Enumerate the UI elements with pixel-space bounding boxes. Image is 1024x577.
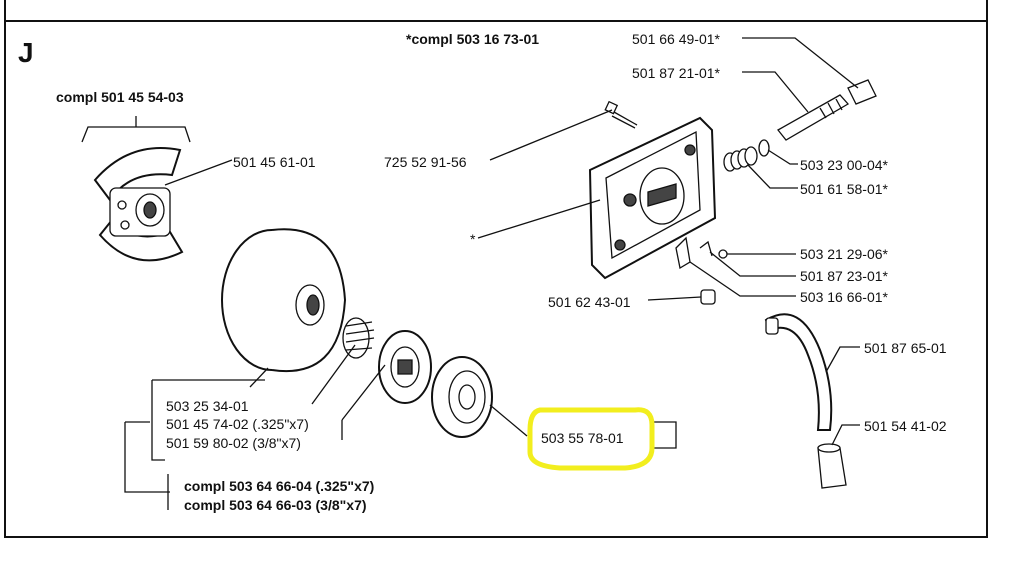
label-503-21-29-06: 503 21 29-06* [800, 246, 888, 262]
label-501-61-58-01: 501 61 58-01* [800, 181, 888, 197]
oil-filter-part [817, 443, 847, 489]
label-501-59-80-02: 501 59 80-02 (3/8"x7) [166, 435, 301, 451]
label-501-66-49-01: 501 66 49-01* [632, 31, 720, 47]
label-asterisk: * [470, 231, 476, 247]
oil-hose-part [764, 313, 833, 431]
pin-part [718, 249, 728, 259]
label-compl-header: *compl 503 16 73-01 [406, 31, 540, 47]
clutch-shoes-part [93, 147, 184, 262]
sprocket-part [378, 330, 432, 404]
oil-pump-housing-part [588, 116, 717, 280]
label-503-16-66-01: 503 16 66-01* [800, 289, 888, 305]
label-503-23-00-04: 503 23 00-04* [800, 157, 888, 173]
diagram-frame [4, 0, 988, 538]
label-501-87-65-01: 501 87 65-01 [864, 340, 947, 356]
label-compl-503-64-66-03: compl 503 64 66-03 (3/8"x7) [184, 497, 367, 513]
label-501-62-43-01: 501 62 43-01 [548, 294, 631, 310]
rim-sprocket-part [431, 356, 493, 438]
label-501-54-41-02: 501 54 41-02 [864, 418, 947, 434]
label-501-45-61-01: 501 45 61-01 [233, 154, 316, 170]
label-clutch-compl: compl 501 45 54-03 [56, 89, 184, 105]
adjuster-screw-part [675, 236, 691, 270]
label-501-87-21-01: 501 87 21-01* [632, 65, 720, 81]
washer-part [758, 139, 770, 157]
clutch-drum-part [221, 228, 347, 373]
label-503-55-78-01: 503 55 78-01 [541, 430, 624, 446]
label-compl-503-64-66-04: compl 503 64 66-04 (.325"x7) [184, 478, 375, 494]
section-letter: J [18, 37, 34, 68]
spring-clip-part [699, 240, 713, 257]
label-503-25-34-01: 503 25 34-01 [166, 398, 249, 414]
pump-shaft-part [777, 79, 877, 141]
screw-part [604, 100, 638, 129]
top-border [4, 20, 988, 22]
needle-bearing-part [342, 317, 375, 359]
label-501-87-23-01: 501 87 23-01* [800, 268, 888, 284]
spring-part [723, 146, 758, 172]
nut-part [700, 289, 716, 305]
label-501-45-74-02: 501 45 74-02 (.325"x7) [166, 416, 309, 432]
clutch-group-bracket [81, 126, 191, 143]
label-725-52-91-56: 725 52 91-56 [384, 154, 467, 170]
highlight-marker [527, 407, 655, 471]
